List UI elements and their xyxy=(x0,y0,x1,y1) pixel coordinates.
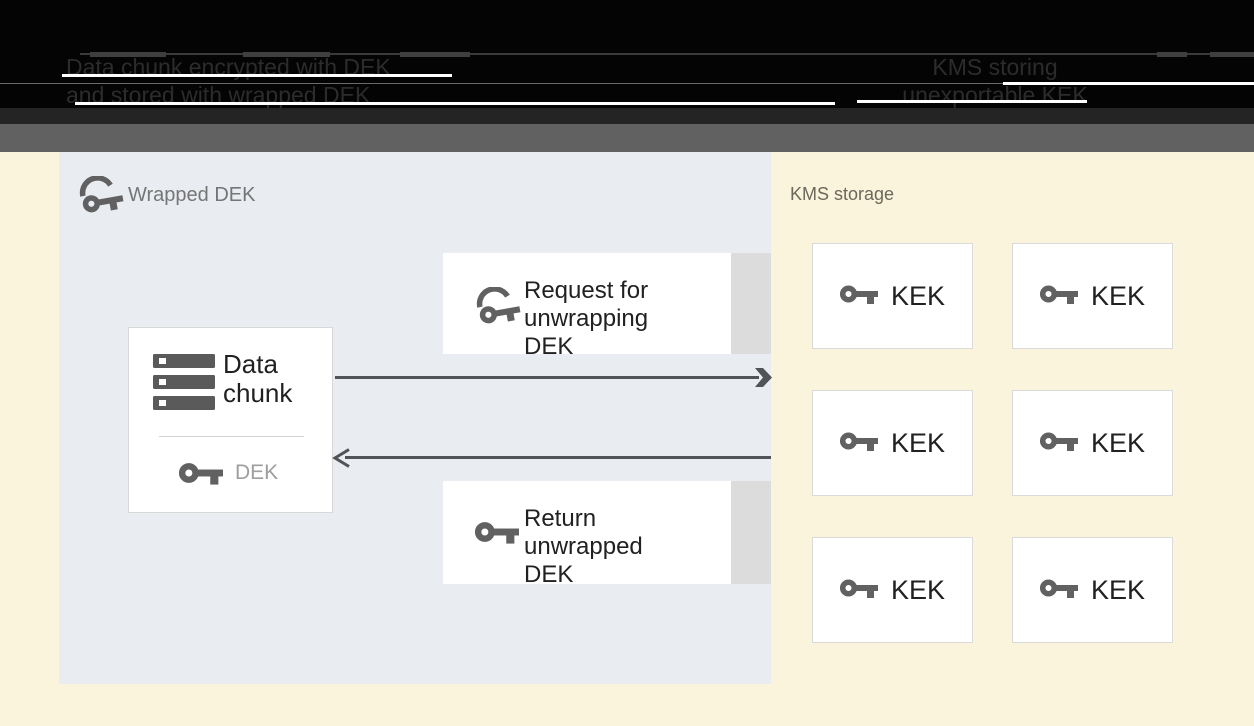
kek-key-icon xyxy=(839,577,878,604)
data-stack-icon xyxy=(153,354,215,415)
data-chunk-label: Data chunk xyxy=(223,349,293,408)
request-box-label: Request for unwrapping DEK xyxy=(524,277,649,360)
kek-box: KEK xyxy=(1012,243,1173,349)
caption-left: Data chunk encrypted with DEK and stored… xyxy=(66,53,406,109)
data-chunk-box: Data chunk DEK xyxy=(128,327,333,513)
kek-key-icon xyxy=(1039,283,1078,310)
caption-right: KMS storing unexportable KEK xyxy=(895,53,1095,109)
kek-label: KEK xyxy=(1090,280,1146,311)
kek-label: KEK xyxy=(890,427,946,458)
kek-key-icon xyxy=(839,430,878,457)
kek-label: KEK xyxy=(890,280,946,311)
return-arrow xyxy=(345,456,771,459)
return-box-label: Return unwrapped DEK xyxy=(524,505,643,588)
kek-box: KEK xyxy=(812,537,973,643)
kek-key-icon xyxy=(1039,430,1078,457)
request-arrow xyxy=(335,376,759,379)
caption-left-line2: and stored with wrapped DEK xyxy=(66,82,371,108)
kek-label: KEK xyxy=(1090,427,1146,458)
request-arrowhead-icon xyxy=(755,368,772,392)
dek-key-icon xyxy=(178,460,223,491)
kek-box: KEK xyxy=(812,243,973,349)
header-black-band-lower xyxy=(0,108,1254,124)
kek-key-icon xyxy=(839,283,878,310)
return-box-strip xyxy=(731,481,771,584)
header-gray-band xyxy=(0,124,1254,152)
kek-label: KEK xyxy=(1090,574,1146,605)
kek-box: KEK xyxy=(1012,390,1173,496)
wrapped-dek-title: Wrapped DEK xyxy=(128,184,256,206)
kek-label: KEK xyxy=(890,574,946,605)
request-box-strip xyxy=(731,253,771,354)
wrapped-key-icon xyxy=(78,175,124,219)
request-box: Request for unwrapping DEK xyxy=(443,253,731,360)
kek-box: KEK xyxy=(812,390,973,496)
caption-left-line1: Data chunk encrypted with DEK xyxy=(66,54,391,80)
request-key-icon xyxy=(475,286,521,330)
caption-right-line2: unexportable KEK xyxy=(902,82,1088,108)
caption-right-line1: KMS storing xyxy=(932,54,1058,80)
kek-box: KEK xyxy=(1012,537,1173,643)
kms-storage-title: KMS storage xyxy=(790,184,895,204)
dek-label: DEK xyxy=(235,461,279,484)
divider xyxy=(159,436,304,437)
return-key-icon xyxy=(474,519,519,550)
return-arrowhead-icon xyxy=(332,448,352,473)
kek-key-icon xyxy=(1039,577,1078,604)
return-box: Return unwrapped DEK xyxy=(443,481,731,588)
